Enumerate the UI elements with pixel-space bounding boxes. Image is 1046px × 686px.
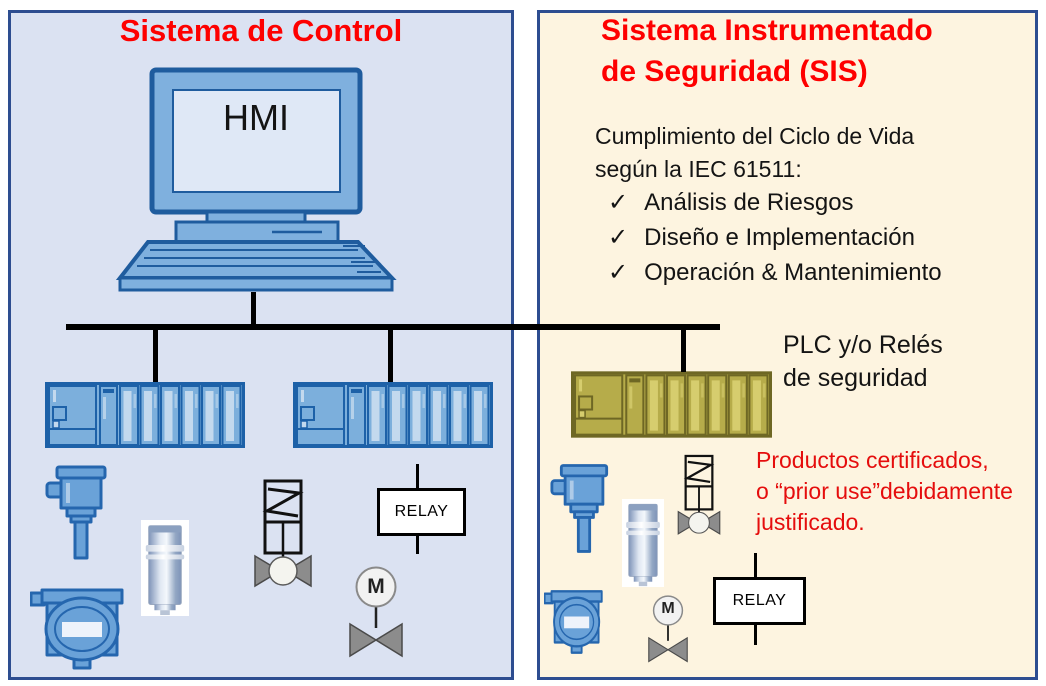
checklist-item: ✓ Diseño e Implementación [608, 223, 942, 258]
certified-note-line1: Productos certificados, [756, 447, 989, 473]
motor-label: M [367, 575, 385, 598]
lifecycle-text: Cumplimiento del Ciclo de Vida según la … [595, 120, 914, 186]
check-icon: ✓ [608, 224, 629, 251]
check-icon: ✓ [608, 189, 629, 216]
checklist-item: ✓ Operación & Mantenimiento [608, 258, 942, 293]
bus-drop-hmi [251, 292, 256, 326]
cylinder-sensor-icon [622, 499, 664, 587]
checklist-item-label: Operación & Mantenimiento [644, 259, 942, 286]
pressure-transmitter-icon [544, 590, 603, 654]
hmi-label: HMI [223, 97, 289, 138]
relay-box: RELAY [713, 577, 806, 625]
relay-wire-top [416, 464, 419, 488]
control-plc-rack-1-icon [46, 383, 244, 447]
safety-plc-label-line1: PLC y/o Relés [783, 331, 943, 359]
check-icon: ✓ [608, 259, 629, 286]
sis-title-line1: Sistema Instrumentado [601, 14, 933, 47]
certified-note-line2: o “prior use”debidamente [756, 478, 1013, 504]
pressure-transmitter-icon [30, 588, 124, 670]
level-sensor-icon [45, 465, 107, 560]
relay-wire-bottom [754, 619, 757, 645]
relay-label: RELAY [394, 503, 449, 520]
network-bus-line [66, 324, 720, 330]
lifecycle-checklist: ✓ Análisis de Riesgos ✓ Diseño e Impleme… [608, 188, 942, 293]
lifecycle-line2: según la IEC 61511: [595, 156, 802, 182]
safety-plc-rack-icon [572, 372, 771, 437]
level-sensor-icon [550, 464, 609, 553]
checklist-item: ✓ Análisis de Riesgos [608, 188, 942, 223]
relay-wire-bottom [416, 530, 419, 554]
bus-drop-safety-plc [681, 330, 686, 372]
relay-label: RELAY [732, 592, 787, 609]
checklist-item-label: Diseño e Implementación [644, 224, 915, 251]
control-system-title: Sistema de Control [119, 13, 403, 48]
relay-wire-top [754, 553, 757, 577]
sis-title: Sistema Instrumentado de Seguridad (SIS) [601, 10, 933, 92]
checklist-item-label: Análisis de Riesgos [644, 189, 854, 216]
control-plc-rack-2-icon [294, 383, 492, 447]
sis-title-line2: de Seguridad (SIS) [601, 55, 868, 88]
certified-note-line3: justificado. [756, 509, 865, 535]
certified-products-note: Productos certificados, o “prior use”deb… [756, 445, 1013, 538]
solenoid-valve-icon [253, 479, 313, 588]
relay-box: RELAY [377, 488, 466, 536]
sis-panel [537, 10, 1038, 680]
motor-label: M [661, 600, 675, 617]
cylinder-sensor-icon [141, 520, 189, 616]
safety-plc-label: PLC y/o Relés de seguridad [783, 329, 943, 395]
safety-plc-label-line2: de seguridad [783, 364, 928, 392]
bus-drop-plc2 [388, 330, 393, 382]
lifecycle-line1: Cumplimiento del Ciclo de Vida [595, 123, 915, 149]
bus-drop-plc1 [153, 330, 158, 382]
hmi-computer-icon [115, 67, 397, 292]
solenoid-valve-icon [677, 454, 721, 535]
